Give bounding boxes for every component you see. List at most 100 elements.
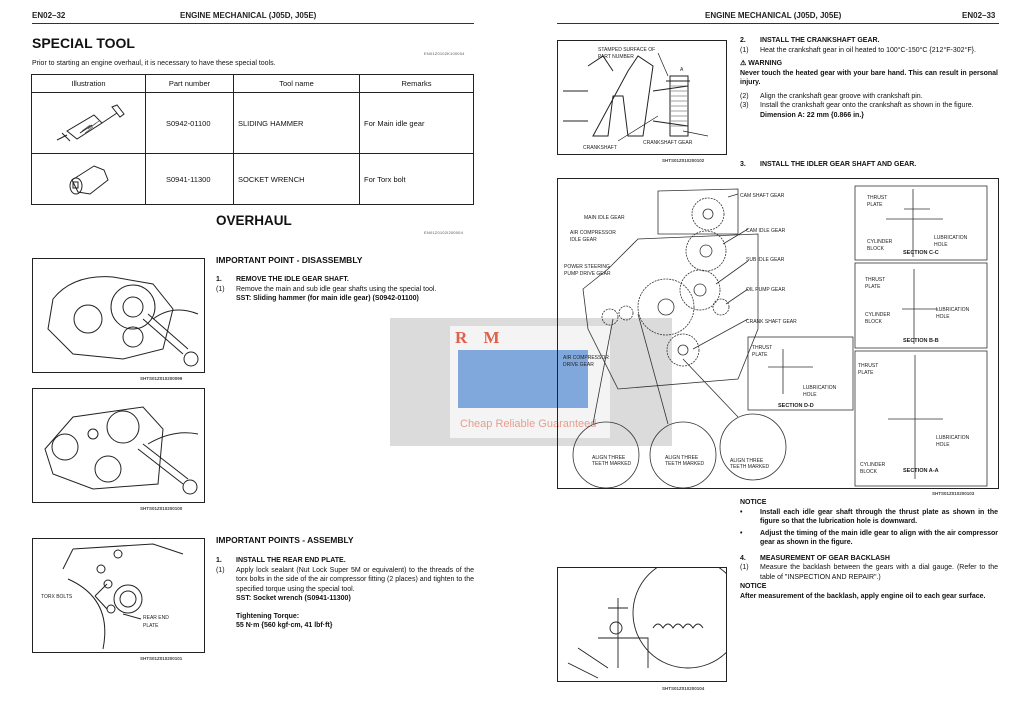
step-text: INSTALL THE IDLER GEAR SHAFT AND GEAR. — [760, 161, 917, 168]
lubrication-hole-label-2: HOLE — [803, 392, 817, 398]
section-bb-label: SECTION B-B — [903, 338, 939, 344]
substep-text: Align the crankshaft gear groove with cr… — [760, 92, 923, 100]
cylinder-block-label-2: BLOCK — [860, 469, 878, 475]
figure-caption: SHTS01Z010200104 — [662, 686, 705, 691]
remarks: For Main idle gear — [359, 92, 474, 154]
step-number: 1. — [216, 276, 222, 283]
lubrication-hole-label-2: HOLE — [936, 314, 950, 320]
table-header-row: Illustration Part number Tool name Remar… — [31, 74, 474, 93]
figure-caption: SHTS01Z010200101 — [140, 656, 183, 661]
disassembly-heading: IMPORTANT POINT - DISASSEMBLY — [216, 255, 363, 265]
align-teeth-label-2: TEETH MARKED — [665, 461, 705, 467]
col-part-number: Part number — [145, 74, 234, 93]
torque-value: 55 N·m {560 kgf·cm, 41 lbf·ft} — [236, 622, 333, 629]
page-title-left: ENGINE MECHANICAL (J05D, J05E) — [180, 11, 317, 20]
cylinder-block-label-2: BLOCK — [867, 246, 885, 252]
sst-text: SST: Sliding hammer (for main idle gear)… — [236, 295, 419, 302]
idle-gear-removal-figure-1 — [32, 258, 205, 373]
substep-number: (1) — [216, 285, 225, 293]
crankshaft-label: CRANKSHAFT — [583, 145, 617, 151]
step-number: 4. — [740, 554, 746, 562]
col-illustration: Illustration — [31, 74, 146, 93]
tool-name: SOCKET WRENCH — [233, 153, 360, 205]
warning-icon: ⚠ — [740, 60, 747, 67]
substep-text: Heat the crankshaft gear in oil heated t… — [760, 46, 976, 54]
figure-caption: SHTS01Z010200099 — [140, 376, 183, 381]
stamped-surface-label: STAMPED SURFACE OF — [598, 47, 655, 53]
substep-number: (1) — [740, 46, 749, 54]
figure-caption: SHTS01Z010200103 — [932, 491, 975, 496]
thrust-plate-label: THRUST — [867, 195, 887, 201]
notice-label: NOTICE — [740, 499, 767, 506]
watermark-icon — [458, 350, 588, 408]
align-teeth-label-2: TEETH MARKED — [730, 464, 770, 470]
substep-text: Install the crankshaft gear onto the cra… — [760, 102, 974, 109]
cylinder-block-label: CYLINDER — [865, 312, 891, 318]
cylinder-block-label: CYLINDER — [867, 239, 893, 245]
assembly-heading: IMPORTANT POINTS - ASSEMBLY — [216, 535, 354, 545]
align-teeth-label: ALIGN THREE — [665, 455, 699, 461]
notice-block: NOTICE •Install each idle gear shaft thr… — [740, 498, 998, 601]
align-teeth-label: ALIGN THREE — [730, 458, 764, 464]
sliding-hammer-illustration — [31, 92, 146, 154]
cam-idle-gear-label: CAM IDLE GEAR — [746, 228, 786, 234]
main-idle-gear-label: MAIN IDLE GEAR — [584, 215, 625, 221]
backlash-measurement-figure — [557, 567, 727, 682]
notice-bullet: Adjust the timing of the main idle gear … — [760, 529, 998, 547]
page-title-right: ENGINE MECHANICAL (J05D, J05E) — [705, 11, 842, 20]
disassembly-steps: 1. REMOVE THE IDLE GEAR SHAFT. (1) Remove … — [216, 275, 474, 304]
sub-idle-gear-label: SUB IDLE GEAR — [746, 257, 785, 263]
step-number: 2. — [740, 37, 746, 44]
thrust-plate-label-2: PLATE — [752, 352, 768, 358]
thrust-plate-label-2: PLATE — [858, 370, 874, 376]
substep-text: Remove the main and sub idle gear shafts… — [236, 285, 437, 293]
doc-code: EN01Z0102I200004 — [424, 230, 464, 235]
stamped-surface-label-2: PART NUMBER — [598, 54, 634, 60]
thrust-plate-label-2: PLATE — [865, 284, 881, 290]
air-compressor-idle-gear-label-2: IDLE GEAR — [570, 237, 597, 243]
warning-text: Never touch the heated gear with your ba… — [740, 69, 998, 87]
substep-number: (1) — [740, 564, 749, 571]
warning-label: WARNING — [748, 60, 783, 67]
cam-shaft-gear-label: CAM SHAFT GEAR — [740, 193, 785, 199]
align-teeth-label: ALIGN THREE — [592, 455, 626, 461]
watermark-tagline: Cheap Reliable Guaranteed — [460, 418, 597, 430]
lubrication-hole-label: LUBRICATION — [803, 385, 837, 391]
dimension-a-label: A — [680, 67, 684, 73]
section-cc-label: SECTION C-C — [903, 250, 939, 256]
header-rule — [557, 23, 999, 24]
header-rule — [32, 23, 474, 24]
assembly-steps: 1.INSTALL THE REAR END PLATE. (1)Apply l… — [216, 556, 474, 631]
bullet: • — [740, 508, 743, 516]
notice-label: NOTICE — [740, 583, 767, 590]
step-number: 3. — [740, 161, 746, 168]
thrust-plate-label: THRUST — [752, 345, 772, 351]
part-number: S0942-01100 — [145, 92, 234, 154]
lubrication-hole-label: LUBRICATION — [936, 435, 970, 441]
section-aa-label: SECTION A-A — [903, 468, 939, 474]
substep-text: Apply lock sealant (Nut Lock Super 5M or… — [236, 566, 474, 593]
step2-block: 2. INSTALL THE CRANKSHAFT GEAR. (1) Heat t… — [740, 36, 998, 120]
step-text: INSTALL THE REAR END PLATE. — [236, 557, 346, 564]
crankshaft-gear-figure: STAMPED SURFACE OF PART NUMBER A CRANKSH… — [557, 40, 727, 155]
step-text: REMOVE THE IDLE GEAR SHAFT. — [236, 276, 349, 283]
lubrication-hole-label: LUBRICATION — [936, 307, 970, 313]
dimension-text: Dimension A: 22 mm {0.866 in.} — [760, 111, 864, 119]
torx-bolts-label: TORX BOLTS — [41, 594, 73, 600]
table-row: S0941-11300 SOCKET WRENCH For Torx bolt — [31, 153, 474, 205]
air-compressor-drive-gear-label: AIR COMPRESSOR — [563, 355, 609, 361]
lubrication-hole-label: LUBRICATION — [934, 235, 968, 241]
rear-end-plate-figure: TORX BOLTS REAR END PLATE — [32, 538, 205, 653]
rear-end-plate-label-2: PLATE — [143, 623, 159, 629]
thrust-plate-label-2: PLATE — [867, 202, 883, 208]
crank-shaft-gear-label: CRANK SHAFT GEAR — [746, 319, 797, 325]
doc-code: EN01Z0102K100004 — [424, 51, 465, 56]
socket-wrench-illustration — [31, 153, 146, 205]
notice-text: After measurement of the backlash, apply… — [740, 592, 986, 600]
thrust-plate-label: THRUST — [858, 363, 878, 369]
page-number-right: EN02–33 — [962, 11, 996, 20]
special-tool-intro: Prior to starting an engine overhaul, it… — [32, 60, 276, 67]
power-steering-gear-label: POWER STEERING — [564, 264, 610, 270]
page-number-left: EN02–32 — [32, 11, 66, 20]
step-text: INSTALL THE CRANKSHAFT GEAR. — [760, 37, 880, 44]
